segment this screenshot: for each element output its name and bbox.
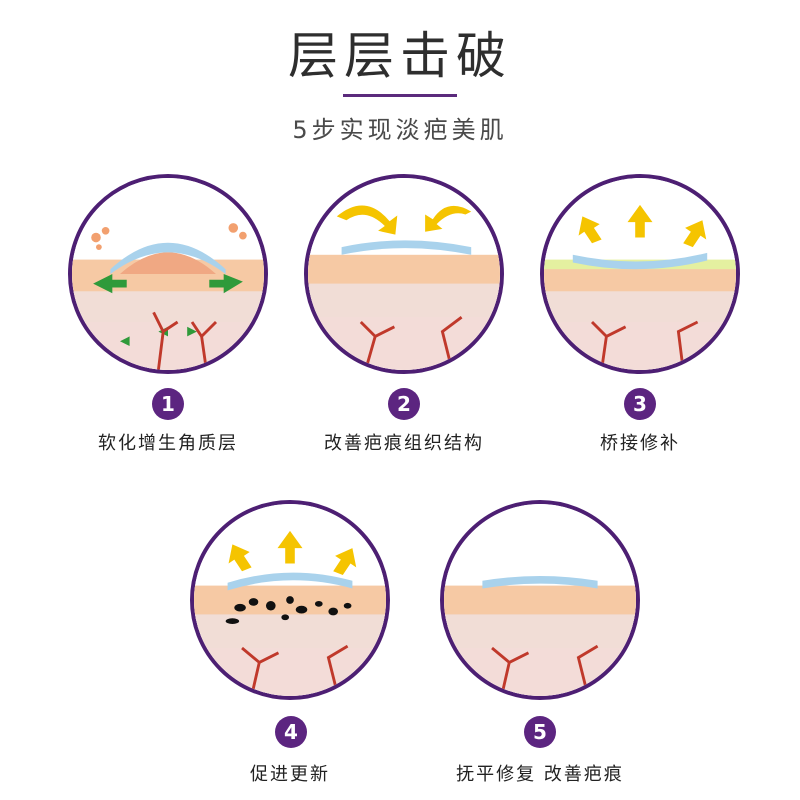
step-2-label: 改善疤痕组织结构 bbox=[324, 433, 484, 454]
step-1-label: 软化增生角质层 bbox=[98, 433, 238, 454]
step-3-badge: 3 bbox=[624, 388, 656, 420]
softening-illustration-icon bbox=[72, 178, 264, 370]
title-divider bbox=[343, 94, 457, 97]
step-1-badge: 1 bbox=[152, 388, 184, 420]
step-5-label: 抚平修复 改善疤痕 bbox=[456, 764, 624, 785]
page-subtitle: 5步实现淡疤美肌 bbox=[292, 116, 508, 144]
restructure-illustration-icon bbox=[308, 178, 500, 370]
step-2-illustration bbox=[304, 174, 504, 374]
step-5-badge: 5 bbox=[524, 716, 556, 748]
step-2-badge: 2 bbox=[388, 388, 420, 420]
smoothing-illustration-icon bbox=[444, 504, 636, 696]
step-3-label: 桥接修补 bbox=[600, 433, 680, 454]
step-1-illustration bbox=[68, 174, 268, 374]
step-4-label: 促进更新 bbox=[250, 764, 330, 785]
bridging-illustration-icon bbox=[544, 178, 736, 370]
page-title: 层层击破 bbox=[288, 27, 512, 85]
step-4-illustration bbox=[190, 500, 390, 700]
step-3-illustration bbox=[540, 174, 740, 374]
step-4-badge: 4 bbox=[275, 716, 307, 748]
step-5-illustration bbox=[440, 500, 640, 700]
renewal-illustration-icon bbox=[194, 504, 386, 696]
